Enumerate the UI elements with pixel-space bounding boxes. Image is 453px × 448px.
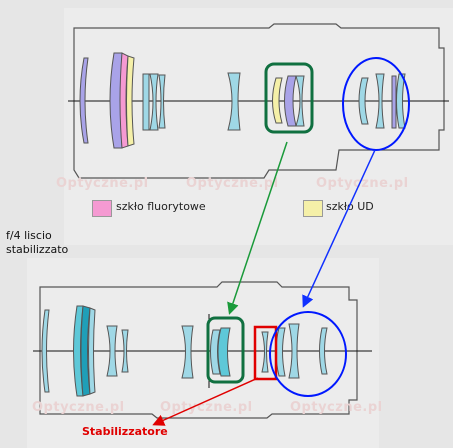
watermark: Optyczne.pl bbox=[32, 400, 125, 415]
top-element-4 bbox=[142, 73, 150, 131]
watermark: Optyczne.pl bbox=[186, 176, 279, 191]
watermark: Optyczne.pl bbox=[316, 176, 409, 191]
top-focus-element-2 bbox=[295, 75, 305, 127]
top-rear-element-3 bbox=[391, 75, 397, 129]
top-rear-group-highlight bbox=[342, 57, 410, 151]
top-ud-element-front bbox=[126, 55, 135, 147]
bottom-rear-element-2 bbox=[288, 323, 300, 379]
bottom-element-6 bbox=[121, 329, 129, 373]
top-rear-element-2 bbox=[375, 73, 385, 129]
top-element-7 bbox=[227, 72, 241, 131]
bottom-diagram-caption: f/4 liscio stabilizzato bbox=[6, 229, 68, 257]
top-front-element bbox=[79, 57, 89, 144]
fluorite-swatch bbox=[92, 200, 112, 217]
top-ud-element-rear bbox=[272, 77, 283, 124]
top-focus-group-highlight bbox=[264, 62, 314, 134]
bottom-stabilizer-highlight bbox=[253, 325, 278, 381]
bottom-stabilizer-element bbox=[261, 331, 269, 373]
bottom-element-7 bbox=[181, 325, 194, 379]
ud-legend-label: szkło UD bbox=[326, 200, 374, 213]
fluorite-legend-label: szkło fluorytowe bbox=[116, 200, 206, 213]
watermark: Optyczne.pl bbox=[56, 176, 149, 191]
bottom-rear-element-3 bbox=[319, 327, 328, 375]
bottom-rear-group-highlight bbox=[269, 311, 347, 397]
bottom-element-5 bbox=[106, 325, 118, 377]
top-element-5 bbox=[149, 73, 159, 131]
watermark: Optyczne.pl bbox=[290, 400, 383, 415]
bottom-element-4 bbox=[88, 307, 96, 395]
ud-swatch bbox=[303, 200, 323, 217]
bottom-lens-diagram-panel bbox=[27, 258, 379, 448]
bottom-focus-element-2 bbox=[217, 327, 231, 377]
stabilizer-label: Stabilizzatore bbox=[82, 425, 168, 438]
watermark: Optyczne.pl bbox=[160, 400, 253, 415]
top-lens-diagram bbox=[68, 23, 449, 179]
caption-line-2: stabilizzato bbox=[6, 243, 69, 256]
bottom-rear-element-1 bbox=[275, 327, 286, 377]
top-element-6 bbox=[158, 74, 166, 129]
top-rear-element-1 bbox=[358, 77, 369, 125]
bottom-lens-diagram bbox=[33, 281, 372, 419]
caption-line-1: f/4 liscio bbox=[6, 229, 52, 242]
bottom-front-element bbox=[41, 309, 50, 393]
